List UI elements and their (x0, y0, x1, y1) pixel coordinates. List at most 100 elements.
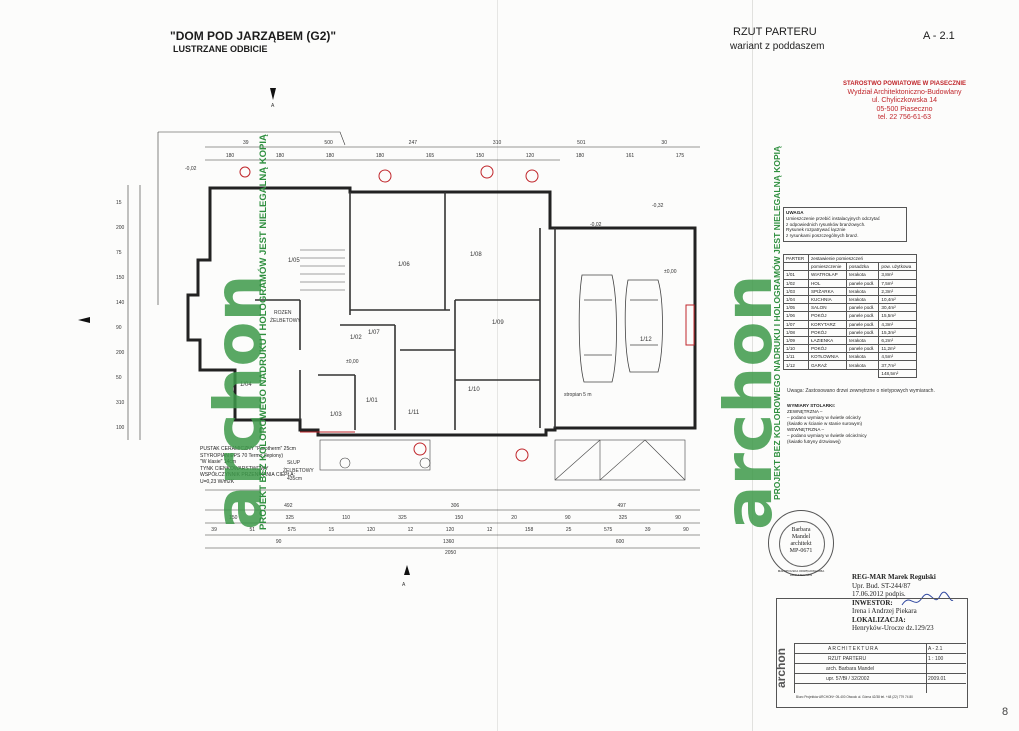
tb-license: upr. 57/Bł / 32/2002 (826, 676, 870, 682)
dim: 150 (116, 274, 125, 281)
project-title: "DOM POD JARZĄBEM (G2)" (170, 29, 337, 43)
joinery-line: (światło w ścianie w stanie surowym) (787, 421, 863, 426)
cell: terakota (846, 270, 880, 280)
sheet-number: A - 2.1 (923, 30, 955, 42)
joinery-line: (światło futryny drzwiowej) (787, 439, 841, 444)
notes-title: UWAGA (786, 210, 804, 215)
cell: 4,5m² (878, 352, 917, 362)
table-subheader: pomieszczenie posadzka pow. użytkowa (783, 262, 917, 272)
cell: 15,3m² (878, 327, 917, 337)
cell: 30,4m² (878, 303, 917, 313)
cell: POKÓJ (807, 327, 848, 337)
dim: 180 (225, 153, 235, 159)
approval-line: Irena i Andrzej Piekara (852, 607, 917, 615)
page-corner-number: 8 (1002, 706, 1009, 718)
cell: SPIŻARKA (807, 286, 848, 296)
cell: terakota (846, 360, 880, 370)
dim-row-top-1: 39 500 247 310 501 30 (205, 140, 705, 146)
slup-label: 435cm (287, 476, 303, 482)
room-label: 1/02 (350, 335, 362, 341)
dim: 150 (454, 515, 464, 521)
notes-line: Rysunek rozpatrywać łącznie (786, 227, 846, 233)
tb-sheet: A - 2.1 (928, 646, 943, 652)
watermark-vertical-text: PROJEKT BEZ KOLOROWEGO NADRUKU I HOLOGRA… (772, 145, 782, 500)
tb-logo: archon (774, 647, 788, 688)
level-mark: -0,32 (652, 203, 664, 209)
level-mark: ±0,00 (346, 359, 359, 365)
watermark-vertical-text: PROJEKT BEZ KOLOROWEGO NADRUKU I HOLOGRA… (258, 134, 269, 530)
tb-section: ARCHITEKTURA (828, 646, 879, 652)
dim: 15 (116, 199, 122, 206)
wall-spec: PUSTAK CERAMICZNY "Porotherm" 25cm STYRO… (200, 446, 296, 485)
cell (784, 369, 879, 377)
cell: KUCHNIA (807, 294, 848, 305)
dim: 39 (242, 140, 249, 146)
cell: 1/01 (783, 270, 809, 280)
stamp-line: tel. 22 756-61-63 (878, 114, 931, 121)
stamp-line: architekt (790, 541, 812, 547)
fold-line (497, 0, 498, 731)
dim: 200 (116, 349, 125, 356)
cell: 1/05 (783, 303, 809, 313)
cell: terakota (846, 335, 880, 346)
dim: 39 (211, 527, 217, 533)
joinery-line: WYMIARY STOLARKI: (787, 403, 836, 408)
cell: 1/03 (783, 286, 809, 296)
spec-line: "W klasie" 14cm (200, 459, 237, 465)
column-label: ŻELBETOWY (270, 318, 301, 324)
notes-box: UWAGA Umieszczenie przebić instalacyjnyc… (783, 207, 907, 242)
stropian-label: stropian 5 m (564, 392, 592, 398)
level-mark: -0,02 (185, 166, 197, 172)
room-label: 1/09 (492, 320, 504, 326)
dim: 50 (116, 374, 122, 381)
room-table: PARTER zestawienie pomieszczeń pomieszcz… (783, 253, 918, 378)
dim: 175 (675, 153, 685, 159)
dim: 310 (116, 399, 125, 406)
dim: 165 (425, 153, 435, 159)
dim: 90 (116, 324, 122, 331)
cell: 1/12 (783, 360, 809, 370)
dim: 310 (492, 140, 502, 146)
spec-line: WSPÓŁCZYNNIK PRZENIKANIA CIEPŁA: (200, 472, 296, 478)
table-total-row: 148,5m² (784, 368, 917, 378)
cell: 15,5m² (878, 311, 917, 321)
dim: 90 (275, 539, 282, 545)
cell: 37,7m² (878, 360, 917, 370)
approval-block: REG-MAR Marek Regulski Upr. Bud. ST-244/… (852, 573, 936, 633)
title-block: ARCHITEKTURA A - 2.1 RZUT PARTERU 1 : 10… (774, 598, 968, 708)
dim: 325 (285, 515, 294, 521)
fold-line (752, 0, 753, 731)
plan-variant: wariant z poddaszem (730, 41, 825, 52)
dim: 15 (328, 527, 335, 533)
spec-line: U=0,23 W/m2K (200, 478, 235, 485)
stamp-line: STAROSTWO POWIATOWE W PIASECZNIE (843, 81, 966, 87)
dim-row-bottom-2: 150 325 110 325 150 20 90 325 90 (205, 515, 705, 521)
th: zestawienie pomieszczeń (807, 253, 918, 264)
dim: 158 (524, 527, 534, 533)
dim: 180 (275, 153, 285, 159)
dim: 161 (625, 153, 635, 159)
tb-scale: 1 : 100 (928, 656, 944, 662)
th (783, 262, 809, 272)
dim: 325 (398, 515, 407, 521)
cell: 3,8m² (878, 270, 917, 280)
tb-date: 2009.01 (928, 676, 947, 682)
dim: 575 (287, 527, 296, 533)
column-label: ROZEN (274, 310, 292, 316)
dim: 306 (450, 503, 460, 509)
stamp-line: 05-500 Piaseczno (876, 105, 933, 113)
dim: 120 (525, 153, 535, 159)
joinery-line: – podano wymiary w świetle ościeżnicy (787, 433, 867, 438)
section-label: A (271, 103, 275, 109)
th: PARTER (783, 253, 809, 264)
approval-line: 17.06.2012 podpis. (852, 590, 906, 598)
joinery-note: WYMIARY STOLARKI: ZEWNĘTRZNA – – podano … (787, 403, 867, 445)
room-label: 1/05 (288, 258, 300, 264)
cell: 2,3m² (878, 286, 917, 296)
level-mark: -0,02 (590, 222, 602, 228)
cell: KORYTARZ (807, 319, 848, 329)
